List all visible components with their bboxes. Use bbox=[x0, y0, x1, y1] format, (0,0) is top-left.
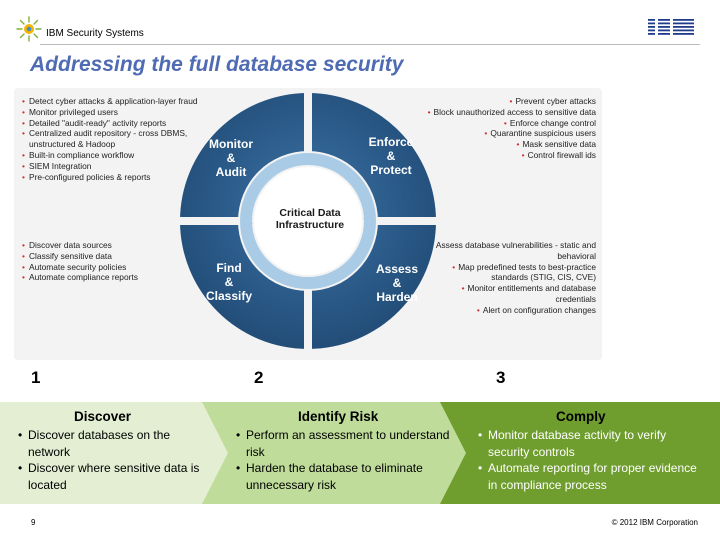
list-item: Discover data sources bbox=[22, 240, 202, 251]
list-item: Control firewall ids bbox=[400, 150, 596, 161]
security-lifecycle-diagram bbox=[178, 92, 438, 350]
list-item: Quarantine suspicious users bbox=[400, 128, 596, 139]
assess-harden-label: Assess & Harden bbox=[375, 262, 419, 304]
step-1-bullets: Discover databases on the network Discov… bbox=[18, 427, 206, 493]
find-classify-features: Discover data sources Classify sensitive… bbox=[22, 240, 202, 283]
list-item: Enforce change control bbox=[400, 118, 596, 129]
list-item: Alert on configuration changes bbox=[420, 305, 596, 316]
list-item: Automate reporting for proper evidence i… bbox=[478, 460, 706, 493]
brand-name: IBM Security Systems bbox=[46, 28, 144, 39]
list-item: Prevent cyber attacks bbox=[400, 96, 596, 107]
monitor-audit-features: Detect cyber attacks & application-layer… bbox=[22, 96, 222, 182]
list-item: Automate security policies bbox=[22, 262, 202, 273]
center-core bbox=[254, 167, 362, 275]
copyright: © 2012 IBM Corporation bbox=[611, 518, 698, 527]
list-item: Detect cyber attacks & application-layer… bbox=[22, 96, 222, 107]
list-item: Classify sensitive data bbox=[22, 251, 202, 262]
page-number: 9 bbox=[31, 518, 36, 527]
ibm-striped-logo bbox=[648, 18, 694, 38]
ibm-security-burst-icon bbox=[16, 16, 42, 42]
enforce-protect-features: Prevent cyber attacks Block unauthorized… bbox=[400, 96, 596, 161]
cycle-arrow-icon bbox=[363, 210, 374, 221]
cycle-arrow-icon bbox=[242, 221, 253, 232]
list-item: Discover databases on the network bbox=[18, 427, 206, 460]
monitor-audit-label: Monitor & Audit bbox=[209, 137, 253, 179]
list-item: Pre-configured policies & reports bbox=[22, 172, 222, 183]
step-2-number: 2 bbox=[254, 368, 264, 387]
center-label: Critical Data Infrastructure bbox=[275, 207, 345, 231]
list-item: Built-in compliance workflow bbox=[22, 150, 222, 161]
list-item: Mask sensitive data bbox=[400, 139, 596, 150]
list-item: Monitor entitlements and database creden… bbox=[420, 283, 597, 305]
cycle-ring bbox=[240, 153, 376, 289]
list-item: Automate compliance reports bbox=[22, 272, 202, 283]
list-item: Assess database vulnerabilities - static… bbox=[420, 240, 596, 262]
step-2-bullets: Perform an assessment to understand risk… bbox=[236, 427, 458, 493]
list-item: Perform an assessment to understand risk bbox=[236, 427, 458, 460]
enforce-protect-label: Enforce & Protect bbox=[368, 135, 414, 177]
step-3-number: 3 bbox=[496, 368, 506, 387]
list-item: Map predefined tests to best-practice st… bbox=[420, 262, 596, 284]
assess-harden-features: Assess database vulnerabilities - static… bbox=[420, 240, 596, 316]
header-divider bbox=[40, 44, 700, 45]
list-item: Discover where sensitive data is located bbox=[18, 460, 206, 493]
list-item: Harden the database to eliminate unneces… bbox=[236, 460, 458, 493]
page-title: Addressing the full database security bbox=[30, 53, 404, 76]
list-item: Centralized audit repository - cross DBM… bbox=[22, 128, 222, 150]
list-item: Monitor database activity to verify secu… bbox=[478, 427, 706, 460]
find-classify-label: Find & Classify bbox=[205, 261, 253, 303]
list-item: Detailed "audit-ready" activity reports bbox=[22, 118, 222, 129]
step-3-title: Comply bbox=[556, 409, 606, 424]
list-item: Monitor privileged users bbox=[22, 107, 222, 118]
list-item: Block unauthorized access to sensitive d… bbox=[400, 107, 596, 118]
step-3-bullets: Monitor database activity to verify secu… bbox=[478, 427, 706, 493]
step-2-title: Identify Risk bbox=[298, 409, 379, 424]
step-1-title: Discover bbox=[74, 409, 132, 424]
step-1-number: 1 bbox=[31, 368, 41, 387]
list-item: SIEM Integration bbox=[22, 161, 222, 172]
